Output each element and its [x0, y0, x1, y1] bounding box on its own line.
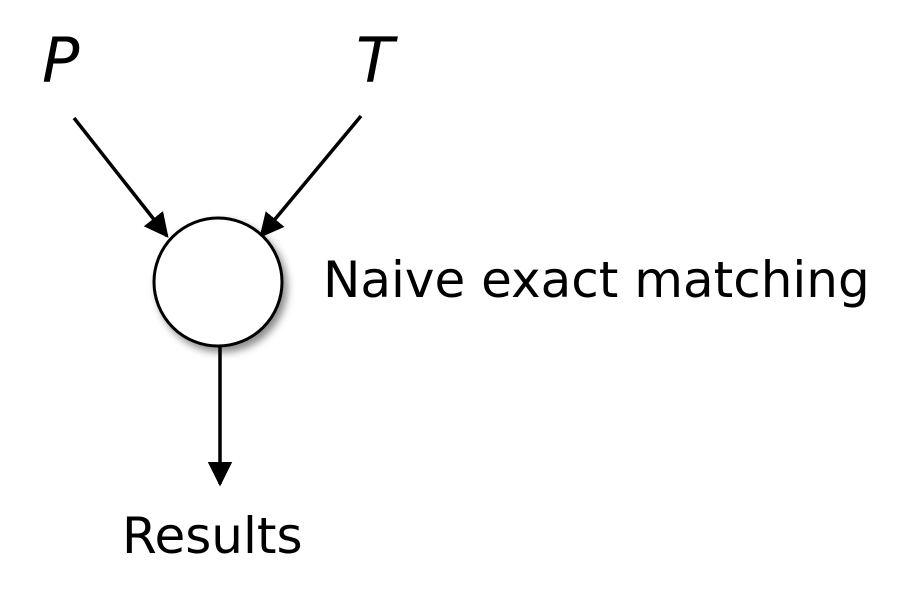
input-t-label: T	[356, 24, 394, 97]
input-p-label: P	[42, 24, 80, 97]
edge-p-to-process	[72, 116, 169, 238]
edge-t-to-process	[259, 114, 363, 238]
process-node	[152, 216, 284, 348]
output-label: Results	[122, 507, 303, 565]
process-label: Naive exact matching	[323, 251, 870, 309]
